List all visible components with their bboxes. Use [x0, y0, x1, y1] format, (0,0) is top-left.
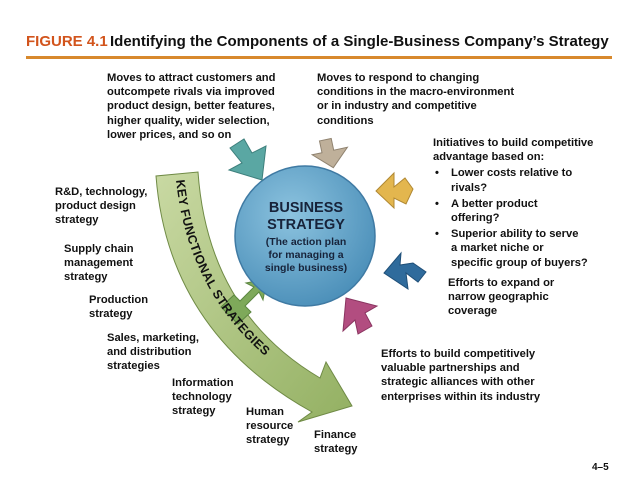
- finance-strategy: Finance strategy: [314, 428, 358, 456]
- center-subtitle: (The action plan for managing a single b…: [246, 236, 366, 275]
- initiatives-bullets: Lower costs relative to rivals? A better…: [433, 166, 593, 269]
- text-line: Efforts to build competitively: [381, 348, 536, 360]
- text-line: Finance: [314, 429, 357, 441]
- figure-number: FIGURE 4.1: [26, 33, 108, 50]
- text-line: strategic alliances with other: [381, 376, 535, 389]
- business-strategy-circle: [234, 165, 376, 307]
- top-right-moves: Moves to respond to changing conditions …: [317, 71, 514, 128]
- text-line: strategy: [55, 214, 99, 227]
- arrow-tan: [310, 137, 349, 169]
- text-line: strategies: [107, 360, 160, 373]
- text-line: Superior ability to serve: [451, 228, 579, 241]
- hr-strategy: Human resource strategy: [246, 405, 293, 448]
- text-line: Initiatives to build competitive: [433, 137, 594, 149]
- arrow-gold: [375, 171, 414, 210]
- text-line: and distribution: [107, 346, 192, 359]
- text-line: resource: [246, 420, 294, 433]
- center-title-line-1: BUSINESS: [268, 200, 344, 216]
- text-line: strategy: [314, 443, 358, 456]
- it-strategy: Information technology strategy: [172, 376, 234, 419]
- text-line: or in industry and competitive: [317, 100, 477, 113]
- text-line: narrow geographic: [448, 291, 549, 304]
- center-sub-line-2: for managing a: [268, 249, 344, 261]
- text-line: strategy: [246, 434, 290, 447]
- center-sub-line-1: (The action plan: [265, 236, 347, 248]
- text-line: R&D, technology,: [55, 186, 148, 198]
- text-line: Information: [172, 377, 234, 389]
- arrow-teal: [227, 138, 267, 181]
- text-line: Production: [89, 294, 149, 306]
- text-line: conditions in the macro-environment: [317, 86, 515, 99]
- bullet-item: A better product offering?: [433, 197, 593, 225]
- text-line: a market niche or: [451, 242, 544, 255]
- text-line: Sales, marketing,: [107, 332, 200, 344]
- text-line: Moves to respond to changing: [317, 72, 480, 84]
- rnd-strategy: R&D, technology, product design strategy: [55, 185, 147, 228]
- sales-strategy: Sales, marketing, and distribution strat…: [107, 331, 199, 374]
- text-line: higher quality, wider selection,: [107, 114, 270, 127]
- top-left-moves: Moves to attract customers and outcompet…: [107, 71, 275, 142]
- arrow-magenta: [342, 297, 379, 335]
- bullet-item: Superior ability to serve a market niche…: [433, 227, 593, 270]
- text-line: A better product: [451, 197, 538, 210]
- text-line: offering?: [451, 212, 500, 225]
- text-line: strategy: [64, 271, 108, 284]
- supply-chain-strategy: Supply chain management strategy: [64, 242, 134, 285]
- expand-coverage: Efforts to expand or narrow geographic c…: [448, 276, 554, 319]
- center-title-line-2: STRATEGY: [267, 217, 345, 233]
- text-line: Efforts to expand or: [448, 277, 555, 289]
- text-line: advantage based on:: [433, 151, 545, 164]
- text-line: coverage: [448, 305, 498, 318]
- alliances-block: Efforts to build competitively valuable …: [381, 347, 540, 404]
- text-line: enterprises within its industry: [381, 390, 541, 403]
- production-strategy: Production strategy: [89, 293, 148, 321]
- text-line: strategy: [89, 308, 133, 321]
- bullet-item: Lower costs relative to rivals?: [433, 166, 593, 194]
- text-line: Lower costs relative to: [451, 167, 573, 180]
- text-line: outcompete rivals via improved: [107, 86, 275, 99]
- functional-arc-band: [155, 171, 353, 423]
- text-line: management: [64, 257, 134, 270]
- title-rule: [26, 56, 612, 59]
- text-line: lower prices, and so on: [107, 128, 232, 141]
- center-sub-line-3: single business): [264, 262, 348, 274]
- text-line: conditions: [317, 114, 374, 127]
- text-line: Human: [246, 406, 284, 418]
- text-line: Supply chain: [64, 243, 134, 255]
- page-number: 4–5: [592, 462, 609, 473]
- text-line: technology: [172, 391, 232, 404]
- text-line: rivals?: [451, 181, 488, 194]
- text-line: product design, better features,: [107, 100, 275, 113]
- figure-title: Identifying the Components of a Single-B…: [110, 33, 609, 50]
- initiatives-block: Initiatives to build competitive advanta…: [433, 136, 593, 270]
- text-line: Moves to attract customers and: [107, 72, 276, 84]
- text-line: valuable partnerships and: [381, 362, 520, 375]
- arrow-blue: [383, 251, 427, 291]
- center-title: BUSINESS STRATEGY: [246, 200, 366, 234]
- text-line: product design: [55, 200, 136, 213]
- text-line: strategy: [172, 405, 216, 418]
- text-line: specific group of buyers?: [451, 256, 588, 269]
